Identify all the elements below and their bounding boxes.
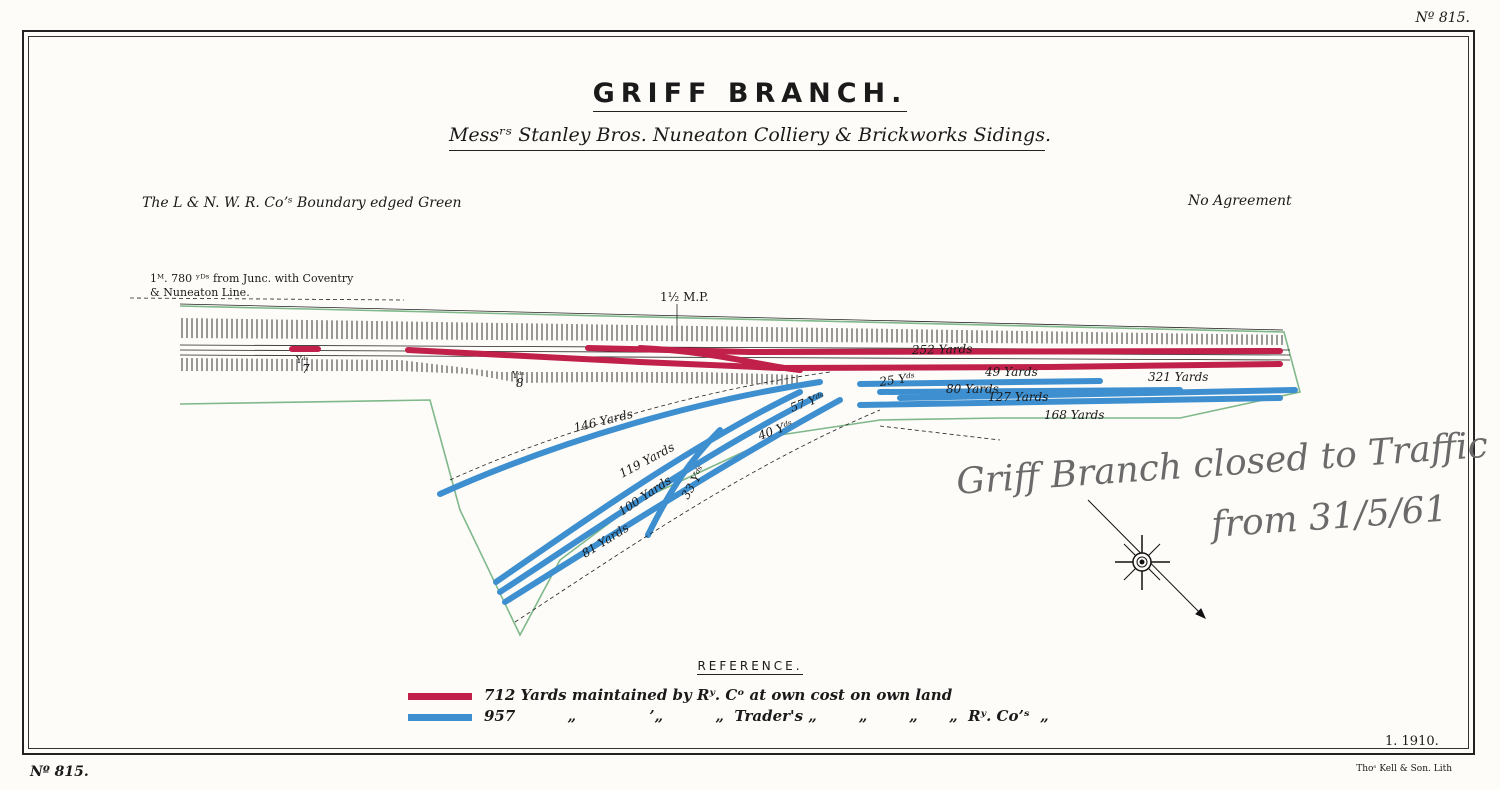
agreement-note: No Agreement: [1188, 193, 1292, 209]
label-8: 8: [516, 376, 524, 390]
trader-track-100: [497, 392, 823, 595]
compass-rose-icon: [1087, 499, 1206, 619]
label-25-yards: 25 Yᵈˢ: [877, 370, 915, 389]
inner-border: [28, 36, 1469, 749]
trader-track-168: [857, 395, 1283, 408]
trader-track-127: [897, 387, 1298, 401]
label-127-yards: 127 Yards: [988, 390, 1048, 404]
limit-line-inner: [514, 409, 881, 623]
label-7: 7: [302, 362, 310, 376]
trader-track-146: [437, 379, 823, 497]
plan-subtitle: Messʳˢ Stanley Bros. Nuneaton Colliery &…: [0, 124, 1500, 151]
reference-row-trader: 957 „ ʼ„ „ Trader's „ „ „ „ Rʸ. Coʼˢ „: [484, 707, 1049, 725]
label-7-yds: Yᵈˢ: [295, 356, 309, 366]
label-80-yards: 80 Yards: [946, 382, 999, 396]
trader-track-81: [502, 397, 843, 605]
label-8-yds: Yᵈˢ: [511, 371, 525, 381]
limit-line-outer: [449, 371, 831, 481]
company-track-swatch: [408, 693, 472, 700]
trader-tracks: [437, 378, 1298, 605]
trader-track-321: [857, 378, 1103, 387]
outer-border: [22, 30, 1475, 755]
plan-title: GRIFF BRANCH.: [0, 78, 1500, 112]
plan-date: 1. 1910.: [1385, 734, 1439, 749]
junction-note-line-2: & Nuneaton Line.: [150, 286, 250, 299]
plate-number-top: Nº 815.: [1415, 10, 1470, 26]
label-252-yards: 252 Yards: [911, 342, 973, 357]
company-tracks: [289, 345, 1283, 373]
limit-line-junction: [129, 297, 405, 301]
label-119-yards: 119 Yards: [617, 440, 677, 481]
trader-track-swatch: [408, 714, 472, 721]
printer-credit: Thoˢ Kell & Son. Lith: [1356, 764, 1452, 774]
trader-track-80: [877, 387, 1183, 395]
embankment-top: [180, 318, 1284, 345]
boundary-ink-line: [179, 303, 1284, 331]
boundary-note: The L & N. W. R. Coʼˢ Boundary edged Gre…: [142, 195, 462, 211]
trader-track-119: [493, 389, 803, 585]
junction-note-line-1: 1ᴹ. 780 ʸᴰˢ from Junc. with Coventry: [150, 272, 354, 285]
company-track-crossover: [637, 345, 803, 373]
label-321-yards: 321 Yards: [1148, 370, 1208, 384]
label-49-yards: 49 Yards: [984, 365, 1038, 379]
limit-line-upper: [879, 425, 1001, 441]
limit-lines: [129, 297, 1001, 623]
trader-track-33: [645, 427, 723, 538]
label-168-yards: 168 Yards: [1044, 408, 1104, 422]
reference-heading: REFERENCE.: [697, 659, 803, 675]
milepost-label: 1½ M.P.: [660, 290, 709, 304]
junction-note: 1ᴹ. 780 ʸᴰˢ from Junc. with Coventry & N…: [150, 272, 353, 300]
plate-number-bottom: Nº 815.: [30, 764, 89, 780]
embankment-bottom: [180, 358, 800, 385]
reference-row-company: 712 Yards maintained by Rʸ. Cᵒ at own co…: [484, 686, 953, 704]
